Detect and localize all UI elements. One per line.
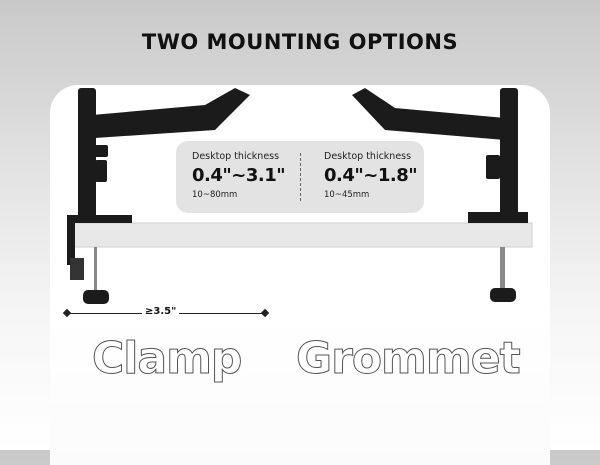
grommet-label: Grommet	[296, 333, 522, 385]
spec-inches: 0.4"~1.8"	[324, 165, 418, 186]
clamp-label: Clamp	[91, 333, 242, 385]
spec-inches: 0.4"~3.1"	[192, 165, 286, 186]
divider	[300, 153, 301, 201]
desk-panel	[67, 222, 533, 248]
spec-label: Desktop thickness	[192, 151, 280, 162]
page-title: TWO MOUNTING OPTIONS	[141, 30, 459, 54]
clamp-mount	[67, 88, 250, 304]
clamp-thickness-spec: Desktop thickness 0.4"~3.1" 10~80mm	[192, 151, 286, 200]
spec-mm: 10~45mm	[324, 190, 370, 200]
clamp-distance-dimension: ≥3.5"	[62, 306, 270, 319]
clamp-distance-label: ≥3.5"	[142, 306, 180, 317]
spec-mm: 10~80mm	[192, 190, 238, 200]
spec-label: Desktop thickness	[324, 151, 412, 162]
grommet-thickness-spec: Desktop thickness 0.4"~1.8" 10~45mm	[324, 151, 418, 200]
grommet-mount	[352, 88, 528, 302]
monitor-arm-illustration	[67, 88, 533, 304]
desktop-thickness-panel: Desktop thickness 0.4"~3.1" 10~80mm Desk…	[176, 141, 424, 213]
